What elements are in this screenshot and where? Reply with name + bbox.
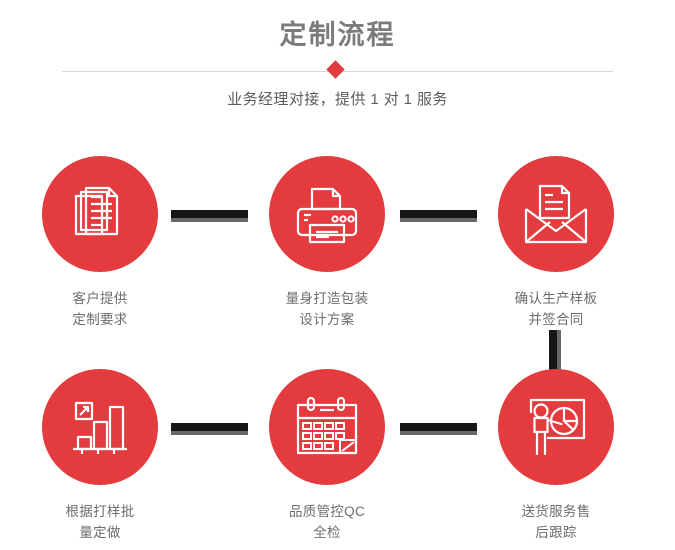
- calendar-icon: [296, 396, 358, 455]
- connector-step1-step2: [171, 210, 248, 222]
- connector-bar: [171, 423, 248, 431]
- connector-bar: [549, 330, 557, 372]
- bar-chart-growth-icon: [73, 401, 127, 454]
- divider: [62, 60, 613, 79]
- step-6-icon-circle: [498, 369, 614, 485]
- page-title: 定制流程: [279, 20, 396, 50]
- flow-step-1[interactable]: 客户提供 定制要求: [0, 156, 200, 330]
- step-5-label: 品质管控QC 全检: [288, 504, 366, 540]
- flow-step-2[interactable]: 量身打造包装 设计方案: [227, 156, 427, 330]
- step-6-label: 送货服务售 后跟踪: [521, 504, 591, 540]
- step-3-icon-circle: [498, 156, 614, 272]
- connector-step2-step3: [400, 210, 477, 222]
- connector-shadow: [557, 330, 561, 372]
- step-1-label: 客户提供 定制要求: [72, 291, 128, 327]
- flow-step-6[interactable]: 送货服务售 后跟踪: [456, 369, 656, 543]
- flow-step-3[interactable]: 确认生产样板 并签合同: [456, 156, 656, 330]
- connector-shadow: [400, 218, 477, 222]
- connector-step5-step6: [400, 423, 477, 435]
- step-1-icon-circle: [42, 156, 158, 272]
- envelope-mail-icon: [524, 184, 588, 244]
- presentation-pie-chart-icon: [529, 398, 586, 456]
- connector-bar: [400, 210, 477, 218]
- step-2-label: 量身打造包装 设计方案: [285, 291, 369, 327]
- step-2-icon-circle: [269, 156, 385, 272]
- connector-step4-step5: [171, 423, 248, 435]
- process-flow-diagram: 客户提供 定制要求: [0, 140, 675, 550]
- step-5-icon-circle: [269, 369, 385, 485]
- step-4-label: 根据打样批 量定做: [65, 504, 135, 540]
- step-3-label: 确认生产样板 并签合同: [514, 291, 598, 327]
- flow-step-5[interactable]: 品质管控QC 全检: [227, 369, 427, 543]
- connector-step3-step6-vertical: [549, 330, 561, 372]
- header: 定制流程 业务经理对接，提供 1 对 1 服务: [0, 0, 675, 140]
- connector-bar: [171, 210, 248, 218]
- connector-shadow: [400, 431, 477, 435]
- documents-icon: [74, 186, 119, 236]
- connector-shadow: [171, 218, 248, 222]
- step-4-icon-circle: [42, 369, 158, 485]
- connector-shadow: [171, 431, 248, 435]
- flow-step-4[interactable]: 根据打样批 量定做: [0, 369, 200, 543]
- diamond-marker-icon: [325, 60, 345, 79]
- page-subtitle: 业务经理对接，提供 1 对 1 服务: [227, 91, 448, 108]
- connector-bar: [400, 423, 477, 431]
- printer-icon: [296, 187, 358, 244]
